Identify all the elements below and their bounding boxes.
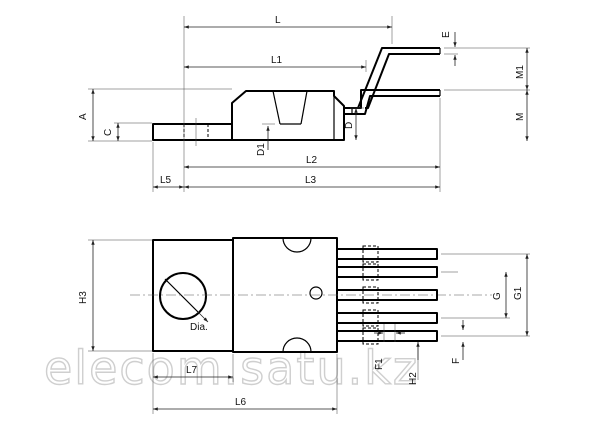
side-lead-lower bbox=[344, 89, 440, 115]
dim-label-L3: L3 bbox=[305, 175, 317, 186]
side-body-outline bbox=[231, 90, 345, 141]
dim-label-F1: F1 bbox=[374, 358, 385, 370]
dim-label-L1: L1 bbox=[271, 55, 283, 66]
dim-label-L2: L2 bbox=[306, 155, 318, 166]
top-view: Dia. H3 bbox=[78, 237, 530, 414]
dim-label-A: A bbox=[78, 113, 89, 120]
dim-label-H3: H3 bbox=[78, 291, 89, 304]
side-tab-outline bbox=[152, 123, 233, 141]
dim-label-F: F bbox=[451, 358, 462, 364]
top-leads bbox=[337, 245, 438, 345]
watermark: elecom.satu.kz bbox=[44, 341, 419, 395]
dim-label-M1: M1 bbox=[515, 65, 526, 79]
dim-label-L6: L6 bbox=[235, 397, 247, 408]
dim-label-C: C bbox=[103, 129, 114, 136]
tab-hole bbox=[159, 272, 207, 320]
side-view: L L1 L2 L3 L5 A C D D1 E M1 M bbox=[78, 15, 530, 192]
dim-label-D: D bbox=[344, 122, 355, 129]
side-lead-upper bbox=[352, 47, 440, 109]
dim-label-G1: G1 bbox=[513, 286, 524, 300]
dim-label-M: M bbox=[515, 113, 526, 121]
top-tab-outline bbox=[152, 239, 234, 352]
dim-label-H2: H2 bbox=[408, 372, 419, 385]
dim-label-L: L bbox=[275, 15, 281, 26]
pin1-mark bbox=[309, 286, 323, 300]
dim-label-D1: D1 bbox=[256, 143, 267, 156]
dim-label-L5: L5 bbox=[160, 175, 172, 186]
dim-label-dia: Dia. bbox=[190, 322, 208, 333]
dim-label-E: E bbox=[441, 31, 452, 38]
dim-label-L7: L7 bbox=[186, 365, 198, 376]
dim-label-G: G bbox=[492, 292, 503, 300]
